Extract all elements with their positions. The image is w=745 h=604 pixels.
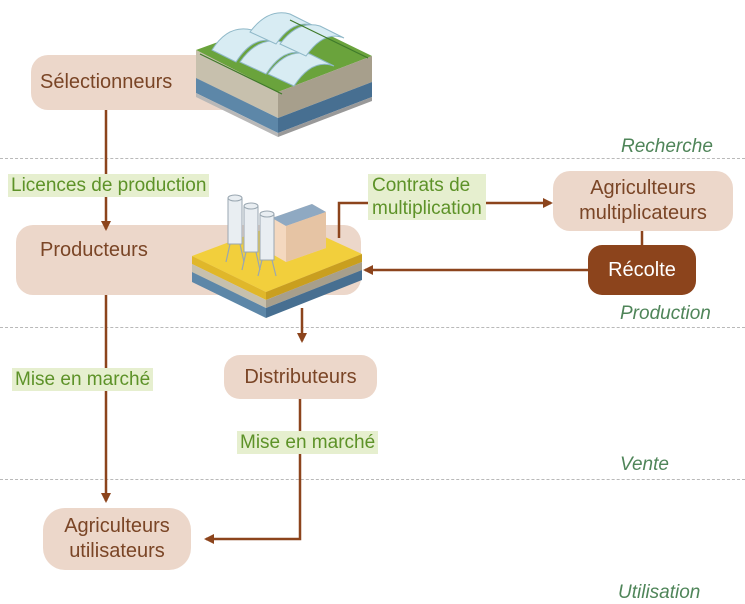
stage-label-utilisation: Utilisation <box>618 582 701 603</box>
edge-label-contrats-line2: multiplication <box>372 198 482 219</box>
edge-label-contrats-de-multiplication: Contrats de multiplication <box>368 174 486 220</box>
node-agriculteurs-utilisateurs: Agriculteurs utilisateurs <box>43 508 191 570</box>
node-recolte: Récolte <box>588 245 696 295</box>
separator-vente <box>0 479 745 480</box>
separator-recherche <box>0 158 745 159</box>
edge-label-contrats-line1: Contrats de <box>372 175 471 196</box>
arrow-distributeurs-to-utilisateurs <box>204 399 302 544</box>
edge-label-mise-en-marche-right: Mise en marché <box>237 431 379 454</box>
factory-silo-icon <box>192 194 362 318</box>
node-producteurs-label: Producteurs <box>40 239 148 261</box>
node-distributeurs: Distributeurs <box>224 355 377 399</box>
stage-label-vente: Vente <box>620 454 669 475</box>
stage-label-production: Production <box>620 303 711 324</box>
node-recolte-label: Récolte <box>608 258 676 281</box>
node-selectionneurs-label: Sélectionneurs <box>40 71 173 93</box>
greenhouse-icon <box>196 12 372 137</box>
node-agriculteurs-utilisateurs-line2: utilisateurs <box>69 540 165 562</box>
edge-label-mise-en-marche-left: Mise en marché <box>12 368 154 391</box>
node-agriculteurs-multiplicateurs-line2: multiplicateurs <box>579 202 707 224</box>
node-agriculteurs-multiplicateurs-line1: Agriculteurs <box>590 177 696 199</box>
stage-label-recherche: Recherche <box>621 136 713 157</box>
node-distributeurs-label: Distributeurs <box>244 365 357 388</box>
separator-production <box>0 327 745 328</box>
edge-label-licences-de-production: Licences de production <box>8 174 210 197</box>
node-agriculteurs-multiplicateurs: Agriculteurs multiplicateurs <box>553 171 733 231</box>
node-agriculteurs-utilisateurs-line1: Agriculteurs <box>64 515 170 537</box>
